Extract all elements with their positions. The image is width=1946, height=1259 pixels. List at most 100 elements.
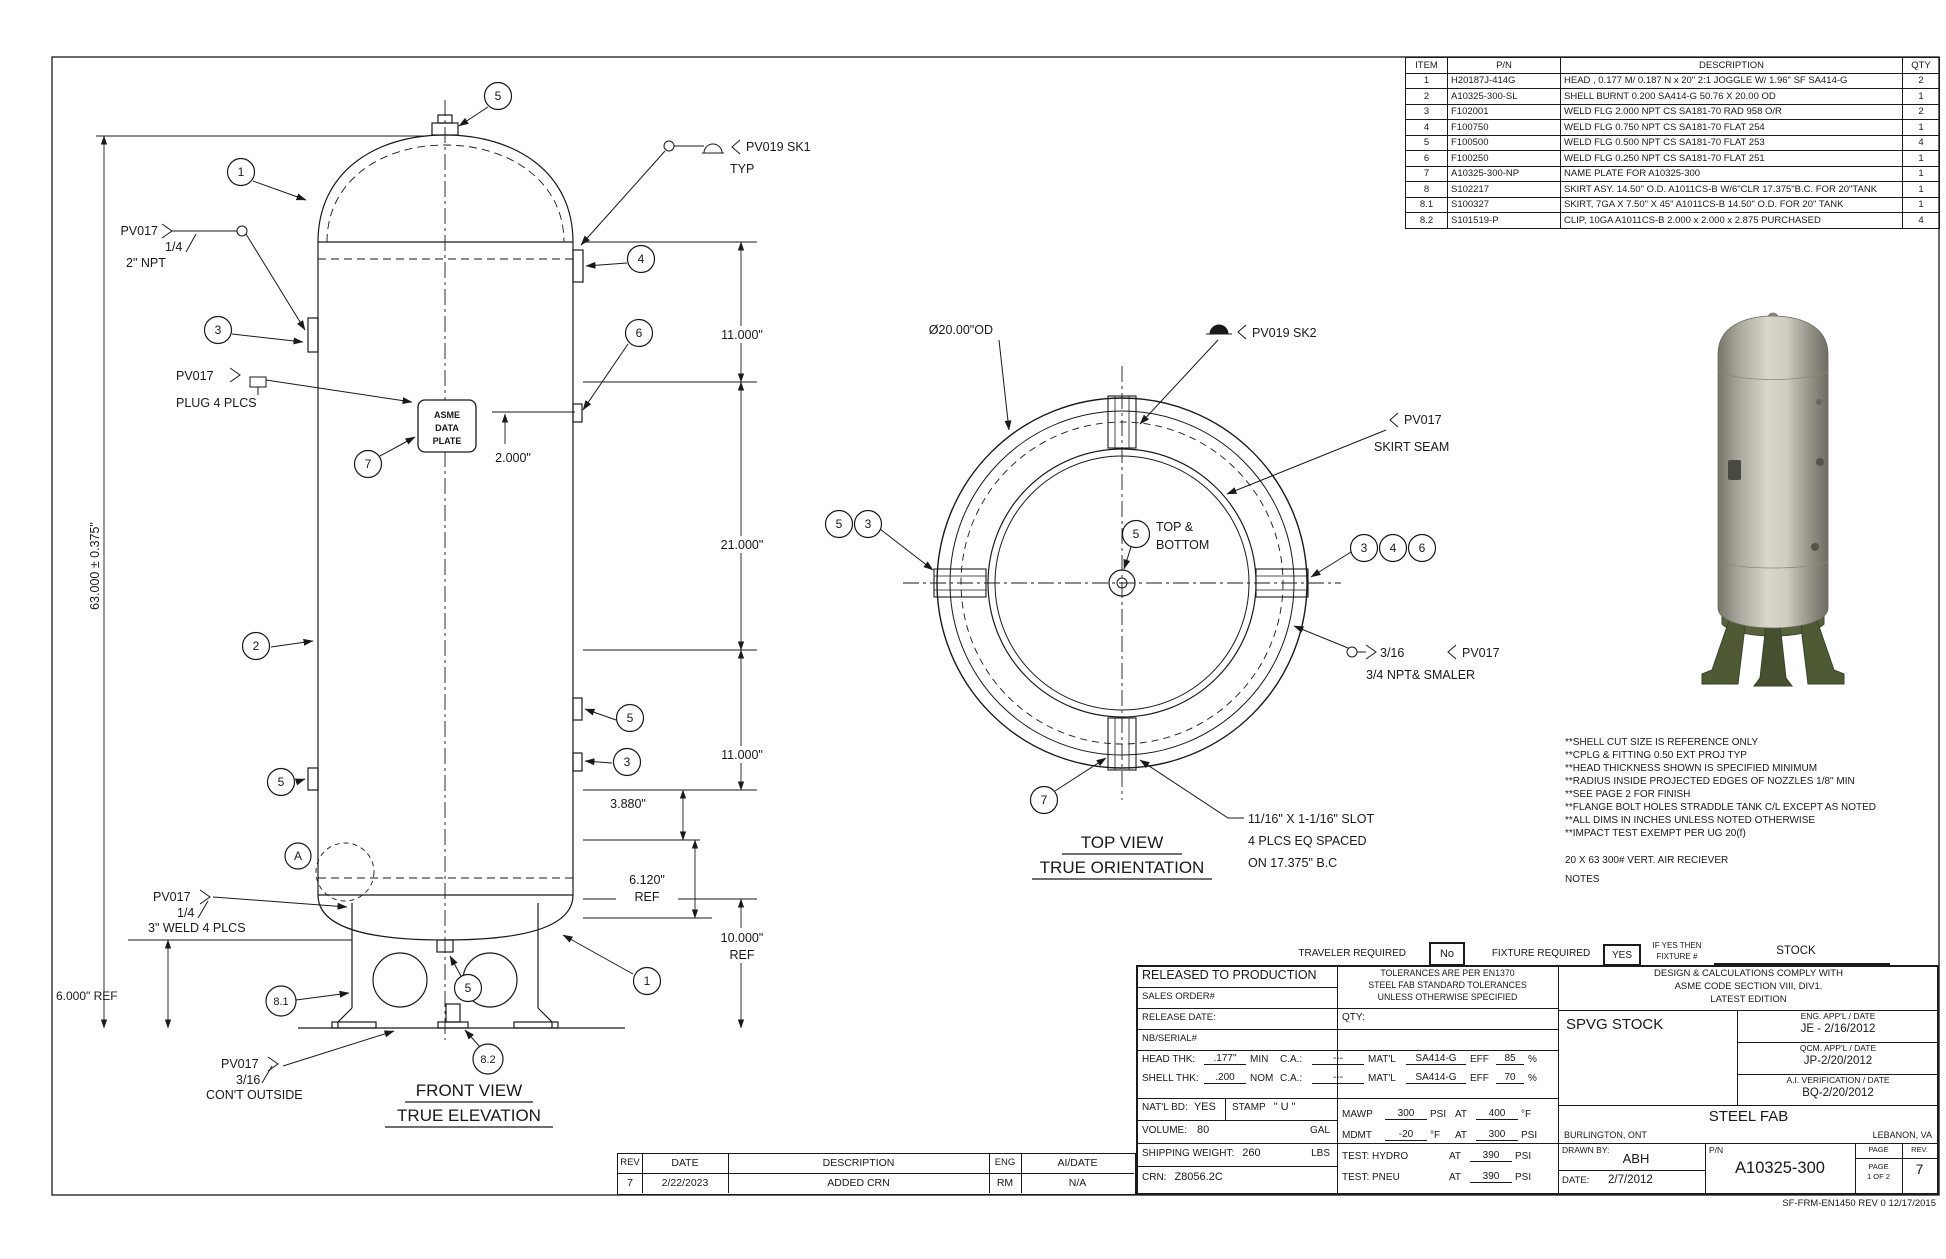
shipping-label: SHIPPING WEIGHT: — [1142, 1148, 1235, 1159]
col-pn: P/N — [1447, 57, 1561, 74]
rev-date-cell: 2/22/2023 — [661, 1177, 709, 1189]
ca-label: C.A.: — [1280, 1054, 1303, 1065]
note-line: **SEE PAGE 2 FOR FINISH — [1565, 789, 1691, 800]
npt34-label: 3/4 NPT& SMALER — [1366, 668, 1475, 682]
cell-pn: F102001 — [1447, 103, 1561, 120]
cell-qty: 1 — [1902, 181, 1940, 198]
npt-size-label: 1/4 — [165, 240, 182, 254]
front-view-balloons: 5 1 3 7 4 6 2 5 3 5 8.1 8.2 5 1 A — [203, 81, 662, 1075]
revision-table: REV DATE DESCRIPTION ENG AI/DATE 7 2/22/… — [617, 1153, 1136, 1195]
cell-item: 4 — [1405, 119, 1448, 136]
design-line-2: ASME CODE SECTION VIII, DIV1. — [1674, 981, 1823, 992]
ca-label: C.A.: — [1280, 1073, 1303, 1084]
note-line: **IMPACT TEST EXEMPT PER UG 20(f) — [1565, 828, 1746, 839]
balloon-3: 3 — [865, 517, 872, 531]
parts-table-header: ITEM P/N DESCRIPTION QTY — [1405, 57, 1940, 74]
od-label: Ø20.00"OD — [929, 323, 993, 337]
balloon-7: 7 — [1041, 793, 1048, 807]
balloon-7: 7 — [365, 457, 372, 471]
product-title: SPVG STOCK — [1566, 1016, 1664, 1033]
top-view-title-line1: TOP VIEW — [1081, 833, 1164, 852]
eff-label: EFF — [1470, 1073, 1489, 1084]
balloon-1: 1 — [644, 974, 651, 988]
notes-block: **SHELL CUT SIZE IS REFERENCE ONLY **CPL… — [1565, 736, 1876, 886]
top-amp-label: TOP & — [1156, 520, 1194, 534]
head-eff-value: 85 — [1496, 1053, 1524, 1065]
shell-thk-label: SHELL THK: — [1142, 1073, 1199, 1084]
balloon-4: 4 — [1390, 541, 1397, 555]
dim-6-ref: 6.000" REF — [56, 989, 118, 1003]
cell-pn: F100500 — [1447, 134, 1561, 151]
rev-cell: 7 — [627, 1177, 633, 1189]
natl-bd-value: YES — [1193, 1101, 1216, 1113]
dim-63: 63.000 ± 0.375" — [88, 522, 102, 610]
qty-label: QTY: — [1342, 1012, 1365, 1023]
volume-value: 80 — [1197, 1124, 1210, 1136]
asme-plate-line3: PLATE — [433, 436, 462, 446]
mdmt-row: MDMT -20 °F AT 300 PSI — [1342, 1129, 1554, 1141]
cell-desc: NAME PLATE FOR A10325-300 — [1560, 165, 1903, 182]
release-date-label: RELEASE DATE: — [1142, 1012, 1216, 1023]
pv019-sk2-label: PV019 SK2 — [1252, 326, 1317, 340]
form-reference: SF-FRM-EN1450 REV 0 12/17/2015 — [1782, 1198, 1936, 1209]
mdmt-label: MDMT — [1342, 1130, 1372, 1141]
fixture-required-label: FIXTURE REQUIRED — [1491, 948, 1591, 959]
shell-thk-row: SHELL THK: .200 NOM C.A.: --- MAT'L SA41… — [1142, 1072, 1554, 1084]
cell-qty: 2 — [1902, 72, 1940, 89]
rev-eng-cell: RM — [996, 1177, 1014, 1189]
asme-plate-line1: ASME — [434, 410, 460, 420]
cell-qty: 2 — [1902, 103, 1940, 120]
balloon-5: 5 — [495, 89, 502, 103]
dim-6120: 6.120" — [629, 873, 665, 887]
mdmt-at-value: 300 — [1476, 1129, 1518, 1141]
cell-qty: 4 — [1902, 134, 1940, 151]
cell-item: 5 — [1405, 134, 1448, 151]
note-line: **FLANGE BOLT HOLES STRADDLE TANK C/L EX… — [1565, 802, 1877, 813]
tolerance-line-3: UNLESS OTHERWISE SPECIFIED — [1377, 992, 1518, 1002]
at-label: AT — [1455, 1130, 1468, 1141]
nom-label: NOM — [1250, 1073, 1274, 1084]
pneu-row: TEST: PNEU AT 390 PSI — [1342, 1171, 1554, 1183]
dim-11b: 11.000" — [721, 748, 763, 762]
front-view-dimensions — [96, 135, 757, 1029]
bottom-label: BOTTOM — [1156, 538, 1209, 552]
eng-appl-label: ENG. APP'L / DATE — [1800, 1011, 1876, 1021]
fixture-required-value: YES — [1603, 944, 1641, 966]
top-view-title: TOP VIEW TRUE ORIENTATION — [1040, 833, 1205, 877]
note-line: **HEAD THICKNESS SHOWN IS SPECIFIED MINI… — [1565, 763, 1818, 774]
dim-21: 21.000" — [721, 538, 764, 552]
balloon-2: 2 — [253, 639, 260, 653]
qcm-appl-label: QCM. APP'L / DATE — [1799, 1043, 1877, 1053]
balloon-4: 4 — [638, 252, 645, 266]
head-thk-row: HEAD THK: .177" MIN C.A.: --- MAT'L SA41… — [1142, 1053, 1554, 1065]
cell-qty: 1 — [1902, 196, 1940, 213]
sheet-frame — [51, 56, 1940, 1196]
cell-desc: CLIP, 10GA A1011CS-B 2.000 x 2.000 x 2.8… — [1560, 212, 1903, 229]
shell-eff-value: 70 — [1496, 1072, 1524, 1084]
ai-verif-label: A.I. VERIFICATION / DATE — [1786, 1075, 1890, 1085]
head-thk-label: HEAD THK: — [1142, 1054, 1196, 1065]
mawp-temp-unit: °F — [1521, 1109, 1532, 1120]
cont-size-label: 3/16 — [236, 1073, 260, 1087]
crn-label: CRN: — [1142, 1172, 1167, 1183]
rev-ai-cell: N/A — [1068, 1177, 1087, 1189]
head-thk-value: .177" — [1204, 1053, 1246, 1065]
weld-316-label: 3/16 — [1380, 646, 1404, 660]
traveler-required-label: TRAVELER REQUIRED — [1298, 948, 1406, 959]
pn-value: A10325-300 — [1735, 1159, 1825, 1177]
cell-pn: S101519-P — [1447, 212, 1561, 229]
balloon-6: 6 — [1419, 541, 1426, 555]
cell-qty: 1 — [1902, 165, 1940, 182]
head-matl-value: SA414-G — [1406, 1053, 1466, 1065]
cell-pn: S100327 — [1447, 196, 1561, 213]
if-yes-then-label: IF YES THEN — [1652, 941, 1702, 950]
front-view-leaders — [161, 106, 741, 1084]
cell-qty: 1 — [1902, 119, 1940, 136]
balloon-3: 3 — [215, 323, 222, 337]
location-right: LEBANON, VA — [1872, 1130, 1932, 1140]
